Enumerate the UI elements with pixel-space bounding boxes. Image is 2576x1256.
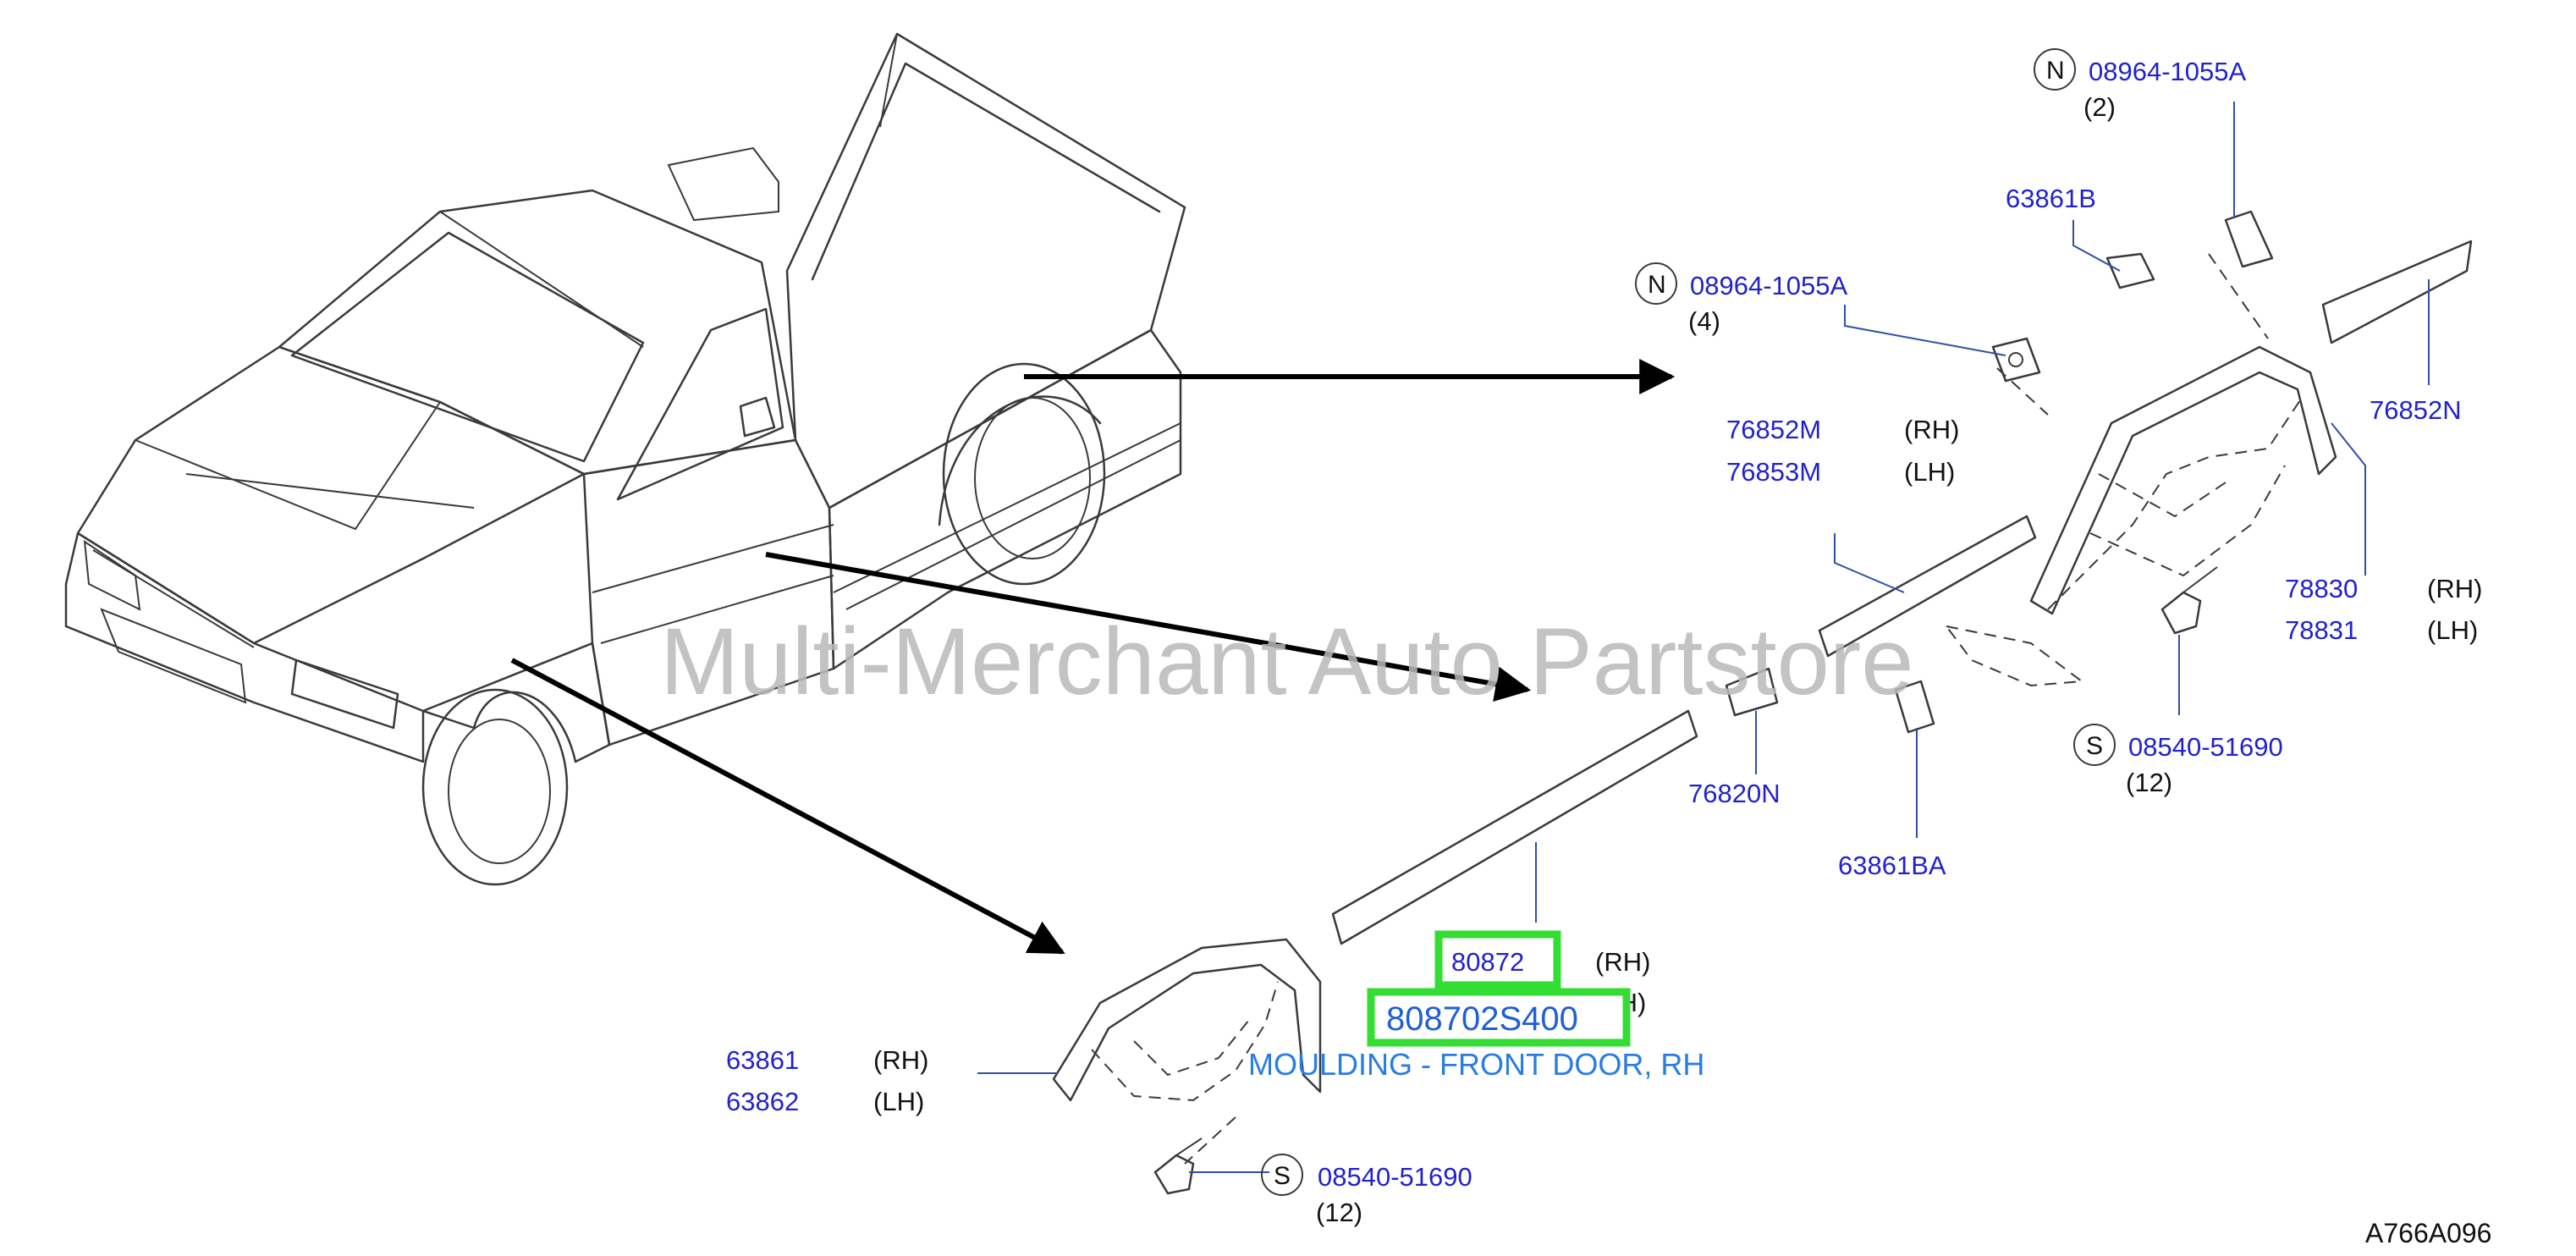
diagram-code: A766A096 [2365,1218,2491,1248]
qty-label: (2) [2083,92,2116,122]
callout-arrow-front [510,658,1065,955]
part-label-78830[interactable]: 78830 [2285,574,2358,603]
n-symbol: N [1648,271,1666,299]
side-label-lh: (LH) [1904,457,1955,487]
part-label-76852m[interactable]: 76852M [1726,415,1821,444]
qty-label: (12) [1316,1198,1362,1227]
side-label-rh: (RH) [1595,947,1650,977]
n-symbol: N [2046,57,2065,85]
selected-part-description: MOULDING - FRONT DOOR, RH [1248,1047,1704,1082]
part-label-63861b[interactable]: 63861B [2006,184,2096,213]
part-label-80872[interactable]: 80872 [1451,947,1524,977]
callout-arrow-door [765,552,1532,702]
door-moulding [1331,709,1698,945]
highlight-80872 [1434,930,1561,989]
highlight-selected-part [1367,988,1631,1047]
part-label-78831[interactable]: 78831 [2285,615,2358,645]
side-label-rh: (RH) [873,1045,928,1075]
part-label-76820n[interactable]: 76820N [1688,779,1781,808]
side-label-rh: (RH) [1904,415,1959,444]
part-label-76852n[interactable]: 76852N [2370,395,2462,425]
watermark: Multi-Merchant Auto Partstore [660,609,1913,714]
part-label-08964-1055a-top[interactable]: 08964-1055A [2089,57,2246,86]
s-symbol: S [2086,732,2103,760]
rear-fender-assembly [1725,210,2473,734]
s-symbol-circle [1261,1154,1303,1196]
selected-part-number[interactable]: 808702S400 [1386,1000,1578,1038]
leader-lines [977,102,2430,1173]
part-label-63862[interactable]: 63862 [726,1087,799,1116]
side-label-lh: (LH) [873,1087,924,1116]
part-label-63861[interactable]: 63861 [726,1045,799,1075]
s-symbol-circle [2073,724,2116,766]
part-label-08540-51690-right[interactable]: 08540-51690 [2128,732,2283,762]
side-label-lh: (LH) [2427,615,2478,645]
side-label-rh: (RH) [2427,574,2482,603]
part-label-08540-51690-left[interactable]: 08540-51690 [1318,1162,1472,1192]
qty-label: (12) [2126,768,2172,797]
qty-label: (4) [1688,306,1720,336]
truck-illustration [64,32,1186,886]
part-label-08964-1055a-mid[interactable]: 08964-1055A [1690,271,1847,300]
s-symbol: S [1274,1162,1291,1190]
part-label-76853m[interactable]: 76853M [1726,457,1821,487]
part-label-63861ba[interactable]: 63861BA [1838,851,1946,880]
n-symbol-circle [1635,262,1677,305]
front-fender-assembly [1052,938,1322,1195]
n-symbol-circle [2034,48,2076,91]
